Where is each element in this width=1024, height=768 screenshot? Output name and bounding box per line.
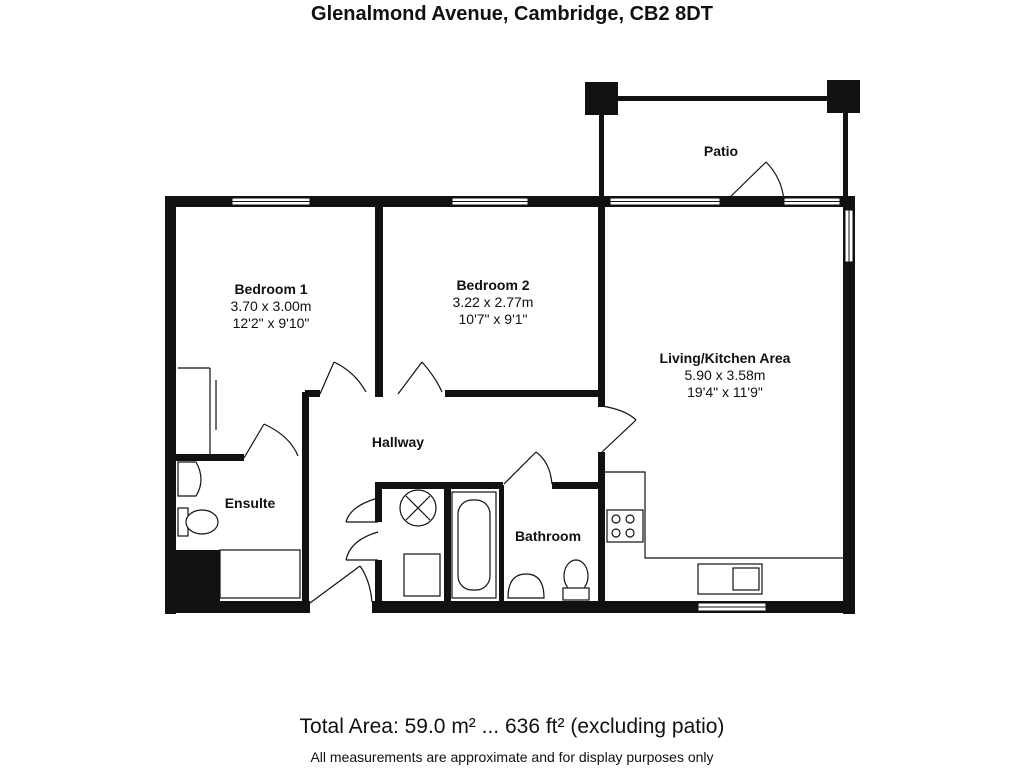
wall-bed1-bed2	[375, 207, 383, 397]
bathroom-sink	[507, 573, 545, 599]
fixtures	[177, 461, 843, 601]
patio-post-left	[585, 82, 618, 115]
kitchen-counter	[605, 471, 843, 559]
label-patio: Patio	[704, 143, 738, 160]
room-imperial: 10'7" x 9'1"	[458, 311, 528, 327]
door-bedroom2	[397, 361, 443, 395]
wall-cupboard-bath	[444, 485, 451, 603]
doors	[178, 161, 785, 604]
label-hallway: Hallway	[372, 434, 424, 451]
patio-rail-top	[618, 96, 827, 101]
wall-hall-top	[445, 390, 605, 397]
door-patio	[723, 161, 785, 204]
patio-rail-right	[843, 113, 848, 197]
wall-bath-top-right	[552, 482, 602, 489]
wall-living-left	[598, 452, 605, 604]
ensuite-shower	[219, 549, 301, 599]
room-metric: 5.90 x 3.58m	[684, 367, 766, 383]
door-living	[601, 405, 637, 453]
room-imperial: 12'2" x 9'10"	[232, 315, 310, 331]
ensuite-toilet-bowl	[185, 509, 219, 535]
wall-cupboard-left	[375, 482, 382, 522]
label-bathroom: Bathroom	[515, 528, 581, 545]
room-name: Bedroom 1	[234, 281, 308, 297]
bathtub-inner	[457, 499, 491, 591]
wardrobe-slide	[178, 367, 217, 454]
wall-bed2-living	[598, 207, 605, 407]
ensuite-sink	[177, 461, 202, 497]
water-tank	[403, 553, 441, 597]
patio-post-right	[827, 80, 860, 113]
wall-hall-top-left	[305, 390, 320, 397]
wall-ensuite-top	[176, 454, 244, 461]
room-name: Patio	[703, 143, 739, 159]
wall-right	[843, 196, 855, 614]
patio-rail-left	[599, 115, 604, 197]
wall-left	[165, 196, 176, 614]
wall-cupboard-top	[375, 482, 503, 489]
room-name: Bathroom	[514, 528, 582, 544]
room-metric: 3.22 x 2.77m	[452, 294, 534, 310]
total-area: Total Area: 59.0 m² ... 636 ft² (excludi…	[299, 715, 725, 738]
patio-structure	[585, 80, 860, 197]
room-name: Bedroom 2	[456, 277, 530, 293]
disclaimer: All measurements are approximate and for…	[310, 749, 714, 765]
door-bathroom	[503, 451, 553, 485]
room-name: Ensulte	[224, 495, 276, 511]
door-ensuite	[243, 423, 299, 459]
windows	[231, 197, 854, 612]
hob	[606, 509, 644, 543]
room-name: Hallway	[371, 434, 425, 450]
label-bedroom1: Bedroom 1 3.70 x 3.00m 12'2" x 9'10"	[231, 281, 312, 332]
wall-hall-left	[302, 392, 309, 462]
label-living: Living/Kitchen Area 5.90 x 3.58m 19'4" x…	[660, 350, 791, 401]
wall-cupboard-left-low	[375, 560, 382, 603]
room-name: Living/Kitchen Area	[659, 350, 791, 366]
wall-bath-right	[499, 485, 504, 603]
door-cupboard	[345, 497, 379, 561]
wall-hall-left-low	[302, 455, 309, 603]
bathroom-toilet-bowl	[563, 559, 589, 593]
page-title: Glenalmond Avenue, Cambridge, CB2 8DT	[311, 3, 713, 25]
door-entrance	[309, 565, 373, 604]
ensuite-corner	[165, 550, 220, 613]
label-ensuite: Ensulte	[225, 495, 276, 512]
interior-walls	[176, 207, 605, 604]
bathroom-toilet-tank	[562, 587, 590, 601]
room-imperial: 19'4" x 11'9"	[687, 384, 763, 400]
label-bedroom2: Bedroom 2 3.22 x 2.77m 10'7" x 9'1"	[453, 277, 534, 328]
door-bedroom1	[319, 361, 367, 395]
room-metric: 3.70 x 3.00m	[230, 298, 312, 314]
